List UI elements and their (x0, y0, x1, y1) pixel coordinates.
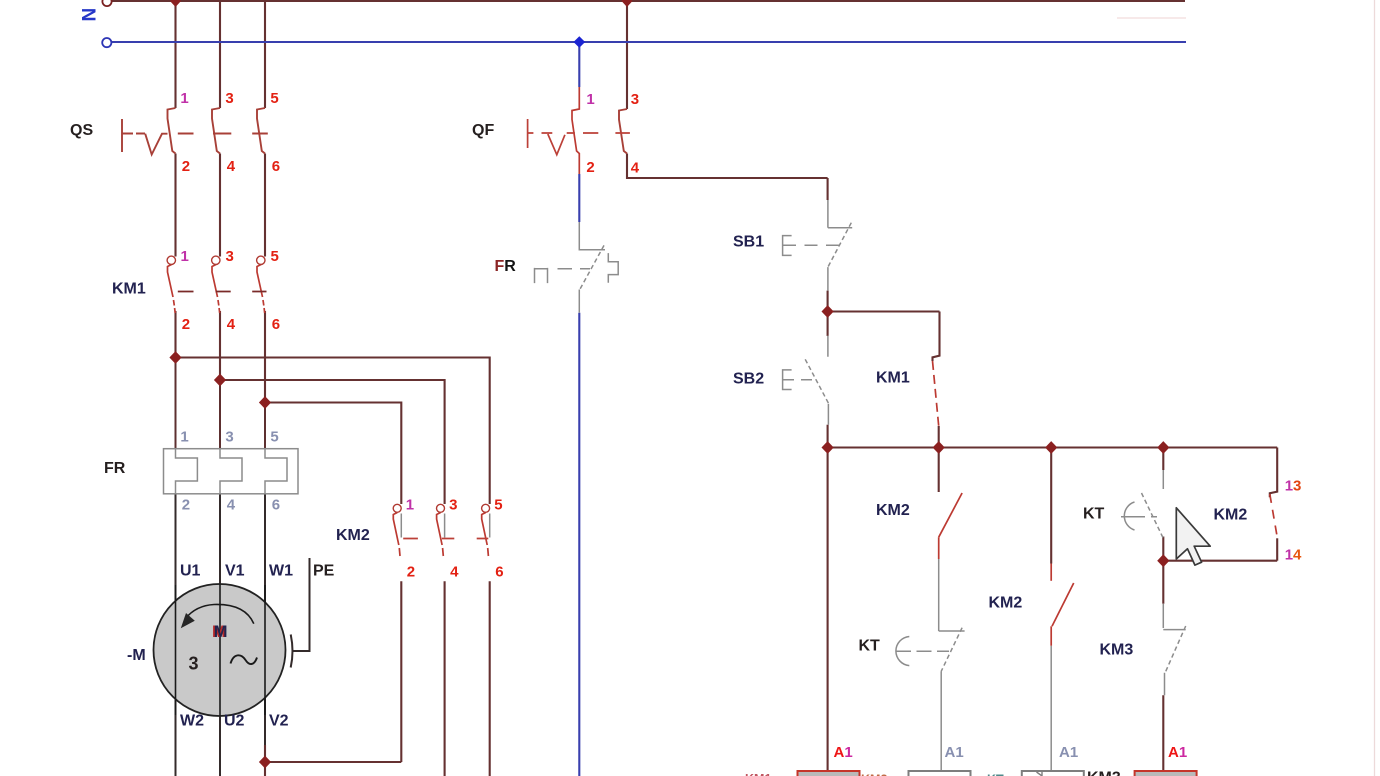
svg-text:KM2: KM2 (861, 773, 887, 776)
svg-text:KM2: KM2 (989, 595, 1023, 612)
svg-text:QS: QS (70, 122, 93, 139)
svg-text:KM3: KM3 (1100, 642, 1134, 659)
svg-text:FR: FR (495, 258, 517, 275)
svg-text:-M: -M (127, 647, 146, 664)
svg-text:4: 4 (227, 497, 236, 514)
svg-text:KM2: KM2 (876, 502, 910, 519)
svg-text:5: 5 (270, 429, 278, 446)
svg-text:KM1: KM1 (112, 281, 146, 298)
svg-text:3: 3 (449, 497, 457, 514)
svg-text:5: 5 (270, 90, 278, 107)
svg-text:6: 6 (272, 158, 280, 175)
svg-text:SB1: SB1 (733, 234, 764, 251)
svg-text:A1: A1 (1059, 744, 1078, 761)
svg-text:KT: KT (1083, 506, 1105, 523)
svg-text:13: 13 (1285, 478, 1302, 495)
svg-text:3: 3 (631, 91, 639, 108)
svg-text:V2: V2 (269, 713, 289, 730)
svg-text:1: 1 (406, 497, 414, 514)
svg-text:KM3: KM3 (1087, 770, 1121, 776)
svg-text:V1: V1 (225, 563, 245, 580)
svg-text:4: 4 (631, 160, 640, 177)
svg-text:2: 2 (182, 316, 190, 333)
svg-text:2: 2 (586, 159, 594, 176)
svg-text:4: 4 (450, 564, 459, 581)
svg-text:1: 1 (180, 90, 188, 107)
svg-text:KT: KT (859, 638, 881, 655)
svg-text:3: 3 (225, 90, 233, 107)
svg-text:U2: U2 (224, 713, 245, 730)
svg-text:6: 6 (272, 497, 280, 514)
svg-text:M: M (212, 623, 226, 641)
svg-text:3: 3 (225, 429, 233, 446)
svg-text:SB2: SB2 (733, 371, 764, 388)
svg-text:N: N (80, 8, 101, 22)
svg-text:2: 2 (182, 497, 190, 514)
svg-text:3: 3 (226, 248, 234, 265)
svg-text:M: M (214, 623, 228, 641)
svg-text:KM2: KM2 (1214, 507, 1248, 524)
svg-text:KM2: KM2 (336, 527, 370, 544)
svg-text:14: 14 (1285, 547, 1302, 564)
svg-text:5: 5 (271, 248, 279, 265)
svg-text:A1: A1 (834, 744, 853, 761)
svg-text:3: 3 (189, 654, 199, 674)
svg-text:1: 1 (586, 91, 594, 108)
svg-text:1: 1 (180, 429, 188, 446)
svg-text:U1: U1 (180, 563, 201, 580)
svg-text:W1: W1 (269, 563, 293, 580)
svg-text:2: 2 (182, 158, 190, 175)
svg-text:4: 4 (227, 316, 236, 333)
svg-text:4: 4 (227, 158, 236, 175)
svg-text:PE: PE (313, 563, 335, 580)
svg-text:QF: QF (472, 122, 494, 139)
svg-text:5: 5 (494, 497, 502, 514)
svg-text:6: 6 (272, 316, 280, 333)
svg-text:KM1: KM1 (745, 772, 771, 776)
svg-text:KM1: KM1 (876, 370, 910, 387)
svg-text:6: 6 (495, 564, 503, 581)
svg-text:A1: A1 (1168, 744, 1187, 761)
svg-text:FR: FR (104, 460, 126, 477)
svg-text:KT: KT (987, 773, 1004, 776)
svg-text:A1: A1 (945, 744, 964, 761)
svg-text:2: 2 (407, 564, 415, 581)
svg-text:W2: W2 (180, 713, 204, 730)
svg-text:1: 1 (181, 248, 189, 265)
